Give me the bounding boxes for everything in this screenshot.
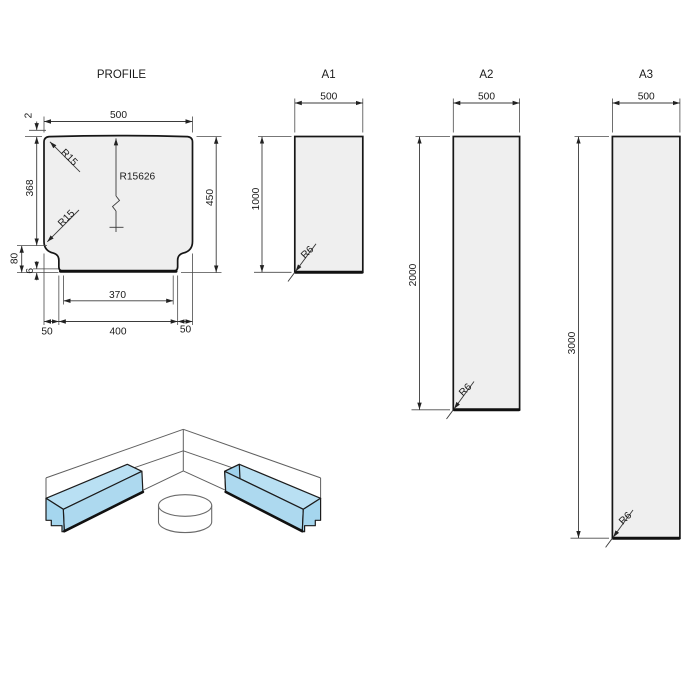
svg-text:50: 50 (180, 325, 192, 336)
a2-dim-height: 2000 (408, 136, 450, 411)
curb-right-bottom-edge (224, 490, 304, 533)
profile-radius-crown-leader: R15626 (109, 138, 156, 232)
a1-title: A1 (322, 69, 336, 81)
svg-text:80: 80 (10, 253, 21, 265)
svg-text:3000: 3000 (567, 331, 578, 354)
a1-dim-width: 500 (294, 92, 364, 133)
profile-dim-height: 450 (181, 136, 222, 274)
a2-panel (452, 135, 521, 411)
a3-title: A3 (639, 69, 653, 81)
panel-a3-view: A3 500 3000 R6 (567, 69, 681, 548)
a1-panel (293, 135, 364, 274)
svg-text:500: 500 (638, 92, 655, 103)
svg-text:50: 50 (41, 327, 53, 338)
a3-dim-width: 500 (612, 92, 681, 133)
a3-panel (611, 135, 681, 540)
svg-text:R15626: R15626 (120, 172, 156, 183)
curb-left (45, 463, 145, 533)
profile-dim-bottom-segments: 50 400 50 (41, 253, 193, 338)
svg-text:500: 500 (320, 92, 337, 103)
drain-cylinder (157, 494, 213, 534)
curb-right (224, 463, 322, 533)
profile-dim-side: 368 (17, 136, 47, 247)
profile-dim-crown: 2 (24, 112, 46, 138)
profile-shape (43, 134, 194, 273)
svg-text:500: 500 (110, 110, 127, 121)
profile-dim-bottom-height: 80 (10, 245, 59, 274)
svg-text:2: 2 (24, 112, 35, 118)
a2-title: A2 (479, 69, 493, 81)
a1-dim-height: 1000 (251, 136, 292, 273)
svg-text:2000: 2000 (408, 263, 419, 286)
svg-text:6: 6 (25, 268, 36, 274)
curb-left-bottom-edge (63, 490, 145, 533)
svg-text:500: 500 (478, 92, 495, 103)
profile-dim-width: 500 (43, 110, 193, 133)
panel-a1-view: A1 500 1000 R6 (251, 69, 364, 282)
profile-dim-lip: 6 (25, 261, 59, 281)
profile-title: PROFILE (97, 69, 147, 81)
svg-text:370: 370 (109, 290, 126, 301)
profile-view: PROFILE 500 2 368 80 (10, 69, 222, 338)
svg-text:368: 368 (25, 179, 36, 196)
panel-a2-view: A2 500 2000 R6 (408, 69, 521, 420)
svg-text:450: 450 (205, 189, 216, 206)
a2-dim-width: 500 (452, 92, 520, 133)
a3-dim-height: 3000 (567, 136, 609, 539)
svg-text:400: 400 (110, 327, 127, 338)
profile-dim-inner-bottom: 370 (63, 275, 174, 305)
isometric-corner-view (45, 428, 322, 534)
svg-text:1000: 1000 (251, 187, 262, 210)
